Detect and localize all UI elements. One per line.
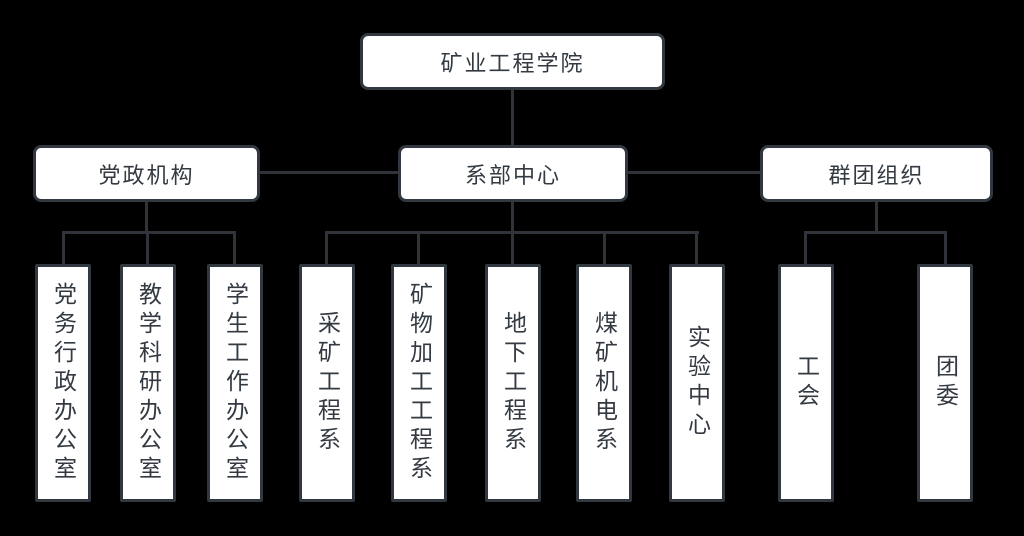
node-leaf-teaching-research-office: 教学科研办公室 bbox=[120, 264, 176, 502]
connector-leaf-drop bbox=[804, 231, 807, 264]
connector-leaf-drop bbox=[695, 231, 698, 264]
node-branch-mass-orgs: 群团组织 bbox=[760, 145, 993, 202]
node-leaf-underground-engineering: 地下工程系 bbox=[485, 264, 541, 502]
connector-leaf-drop bbox=[603, 231, 606, 264]
connector-branch0-drop bbox=[145, 202, 148, 233]
connector-branch1-drop bbox=[511, 202, 514, 233]
node-branch-departments: 系部中心 bbox=[398, 145, 628, 202]
node-leaf-mineral-processing: 矿物加工工程系 bbox=[391, 264, 447, 502]
connector-leaf-drop bbox=[417, 231, 420, 264]
connector-branch0-branch1 bbox=[260, 171, 398, 174]
connector-leaf-drop bbox=[944, 231, 947, 264]
node-root: 矿业工程学院 bbox=[360, 33, 665, 90]
connector-leaf-drop bbox=[146, 231, 149, 264]
node-leaf-mining-engineering: 采矿工程系 bbox=[299, 264, 355, 502]
connector-leaf-drop bbox=[62, 231, 65, 264]
node-leaf-labor-union: 工会 bbox=[778, 264, 834, 502]
node-leaf-party-affairs-office: 党务行政办公室 bbox=[35, 264, 91, 502]
node-leaf-coal-mine-electromechanics: 煤矿机电系 bbox=[576, 264, 632, 502]
connector-leaf-drop bbox=[511, 231, 514, 264]
connector-branch2-bus bbox=[804, 231, 947, 234]
connector-branch1-branch2 bbox=[628, 171, 760, 174]
connector-branch0-bus bbox=[62, 231, 236, 234]
connector-root-drop bbox=[511, 90, 514, 145]
connector-leaf-drop bbox=[233, 231, 236, 264]
node-leaf-experiment-center: 实验中心 bbox=[669, 264, 725, 502]
node-leaf-student-work-office: 学生工作办公室 bbox=[207, 264, 263, 502]
node-leaf-youth-league: 团委 bbox=[917, 264, 973, 502]
connector-branch2-drop bbox=[875, 202, 878, 233]
node-branch-party-gov: 党政机构 bbox=[33, 145, 260, 202]
connector-leaf-drop bbox=[325, 231, 328, 264]
